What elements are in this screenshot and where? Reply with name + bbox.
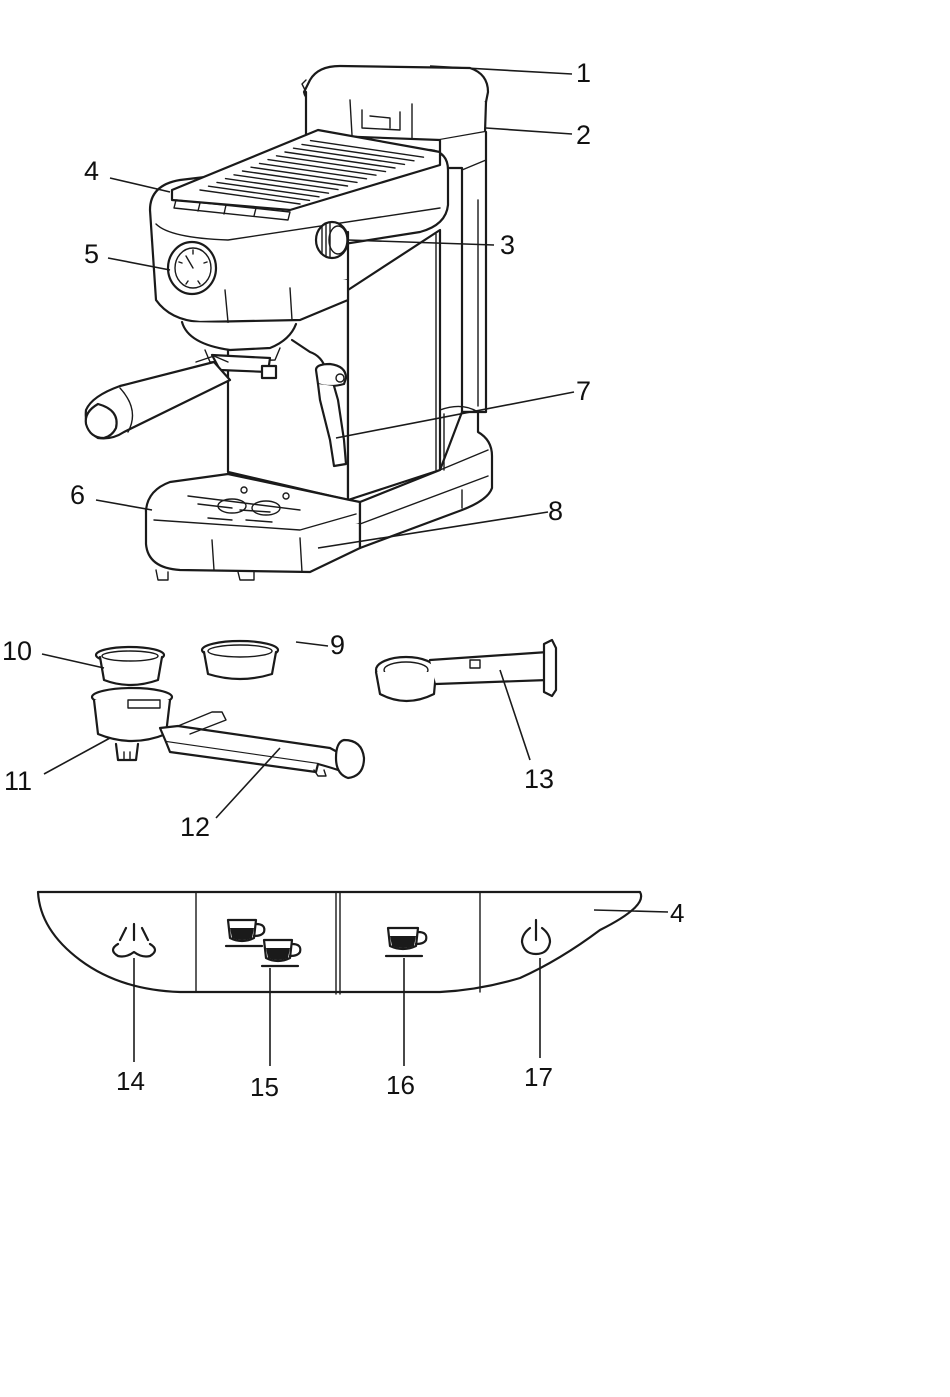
callout-15: 15 xyxy=(250,1072,279,1102)
callout-14: 14 xyxy=(116,1066,145,1096)
tamper-spoon xyxy=(376,640,556,701)
callout-3: 3 xyxy=(500,230,515,260)
callout-4: 4 xyxy=(84,156,99,186)
portafilter xyxy=(92,688,364,778)
espresso-machine-drawing xyxy=(86,66,492,580)
callout-5: 5 xyxy=(84,239,99,269)
callout-10: 10 xyxy=(2,636,32,666)
callout-16: 16 xyxy=(386,1070,415,1100)
callout-13: 13 xyxy=(524,764,554,794)
callout-7: 7 xyxy=(576,376,591,406)
steam-knob xyxy=(316,222,348,258)
control-panel-detail xyxy=(38,892,641,994)
callout-17: 17 xyxy=(524,1062,553,1092)
callout-1: 1 xyxy=(576,58,591,88)
callout-12: 12 xyxy=(180,812,210,842)
single-filter-basket xyxy=(96,647,164,685)
callout-2: 2 xyxy=(576,120,591,150)
pressure-gauge xyxy=(168,242,216,294)
callout-6: 6 xyxy=(70,480,85,510)
callout-panel-4: 4 xyxy=(670,898,684,928)
accessories-drawing xyxy=(92,640,556,778)
double-filter-basket xyxy=(202,641,278,679)
callout-11: 11 xyxy=(4,766,32,796)
callout-9: 9 xyxy=(330,630,345,660)
callout-8: 8 xyxy=(548,496,563,526)
